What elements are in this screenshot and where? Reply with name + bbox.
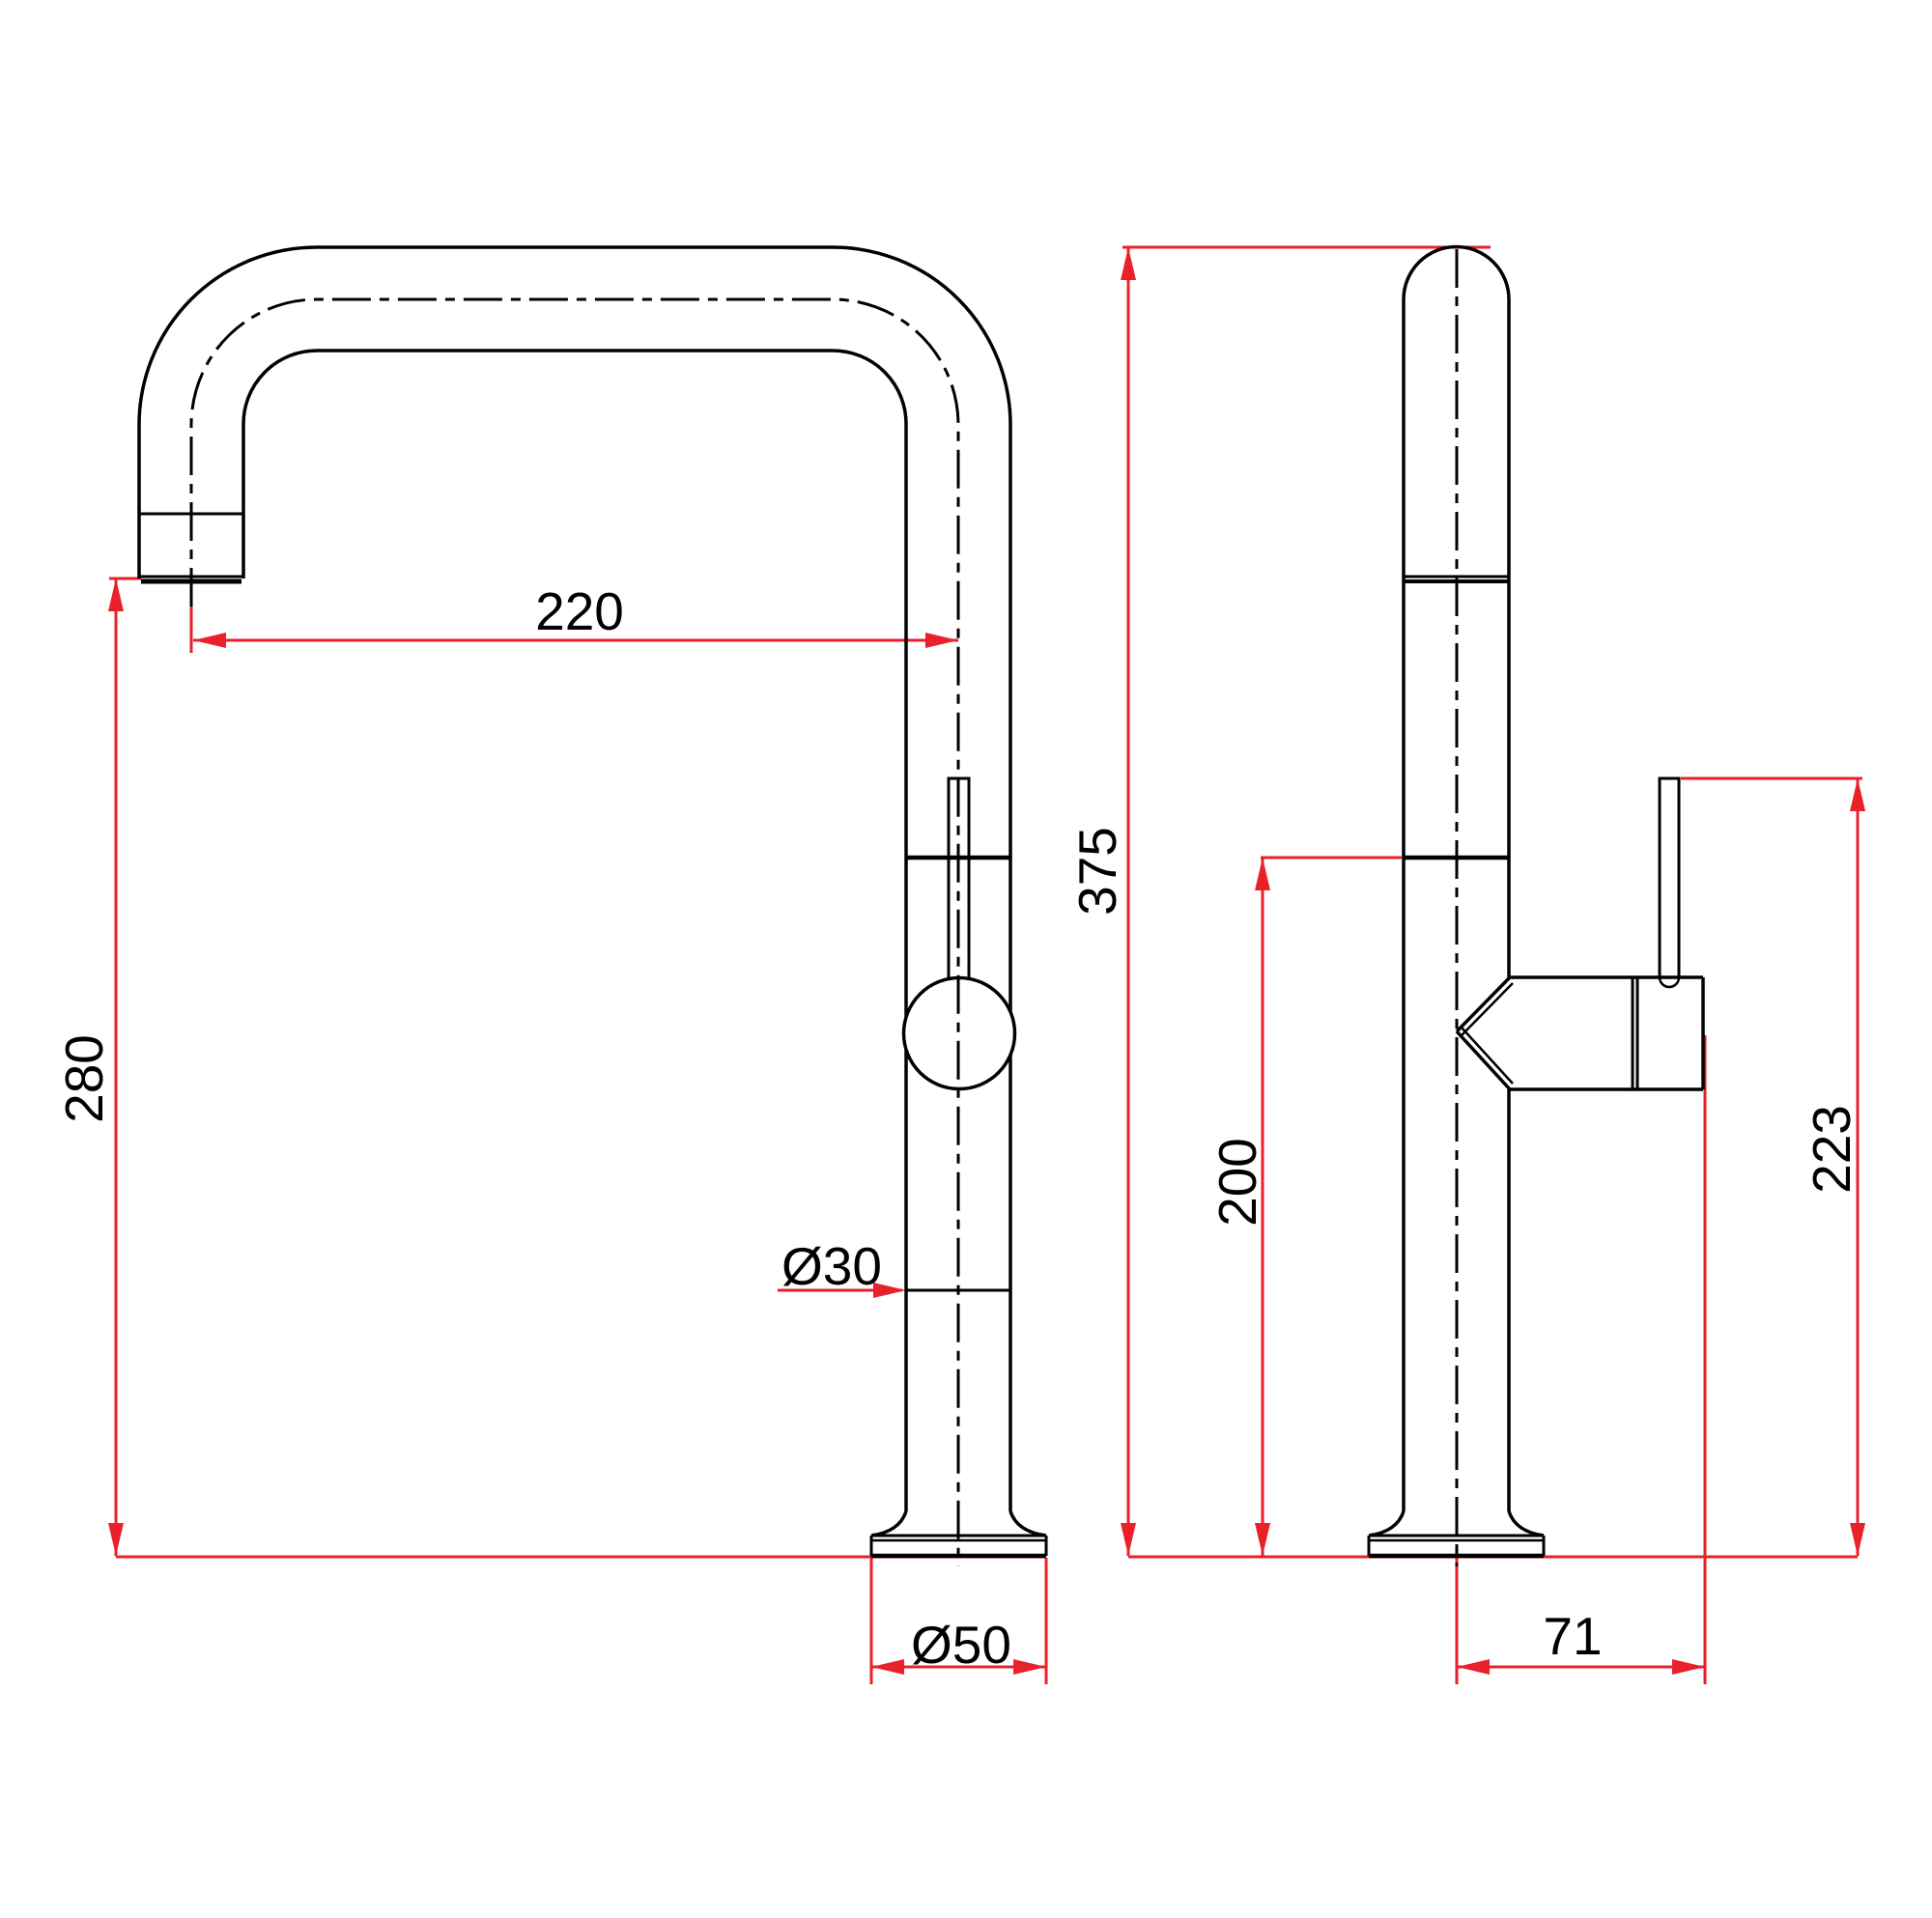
arrow-223-down (1850, 1523, 1865, 1556)
handle-lever-side (1658, 776, 1681, 977)
centerline-front (189, 297, 960, 1566)
arrow-30-right (873, 1283, 906, 1298)
handle-nose-lower-slant-inner (1461, 1027, 1514, 1085)
arrow-200-down (1255, 1523, 1270, 1556)
body-outline-side (1402, 244, 1511, 1511)
label-body-diameter: Ø30 (781, 1236, 882, 1296)
label-spout-outlet-height: 280 (54, 1034, 114, 1123)
arrow-375-up (1121, 247, 1136, 280)
arrow-220-right (925, 633, 958, 648)
handle-nose-lower-slant (1455, 1030, 1512, 1091)
dimension-lines (109, 245, 1862, 1684)
arrow-223-up (1850, 778, 1865, 811)
base-flare-right-side (1507, 1510, 1545, 1537)
arrow-200-up (1255, 858, 1270, 890)
handle-nose-upper-slant (1455, 975, 1512, 1033)
label-handle-offset: 71 (1543, 1606, 1602, 1666)
spout-outer-contour (137, 245, 1012, 1511)
label-total-height: 375 (1067, 827, 1127, 916)
label-base-diameter: Ø50 (911, 1615, 1011, 1675)
arrow-280-up (108, 578, 124, 611)
label-spout-reach: 220 (535, 581, 624, 641)
arrow-220-left (193, 633, 226, 648)
arrow-280-down (108, 1523, 124, 1556)
side-view (1367, 244, 1705, 1566)
arrow-50-right (1013, 1659, 1046, 1675)
front-view (137, 245, 1048, 1566)
arrow-375-down (1121, 1523, 1136, 1556)
dimension-labels: 220 280 375 200 223 Ø30 Ø50 71 (54, 581, 1861, 1675)
arrow-50-left (871, 1659, 904, 1675)
label-body-joint-height: 200 (1208, 1138, 1267, 1227)
base-flare-left-side (1368, 1510, 1406, 1537)
label-handle-top-height: 223 (1802, 1105, 1861, 1194)
arrow-71-left (1457, 1659, 1490, 1675)
dimension-arrowheads (108, 247, 1865, 1675)
base-flare-left-front (870, 1510, 908, 1537)
spout-inner-contour (242, 349, 908, 1511)
handle-lever-fillet (1658, 976, 1681, 989)
base-flare-right-front (1009, 1510, 1047, 1537)
arrow-71-right (1672, 1659, 1705, 1675)
handle-nose-upper-slant-inner (1461, 982, 1514, 1036)
